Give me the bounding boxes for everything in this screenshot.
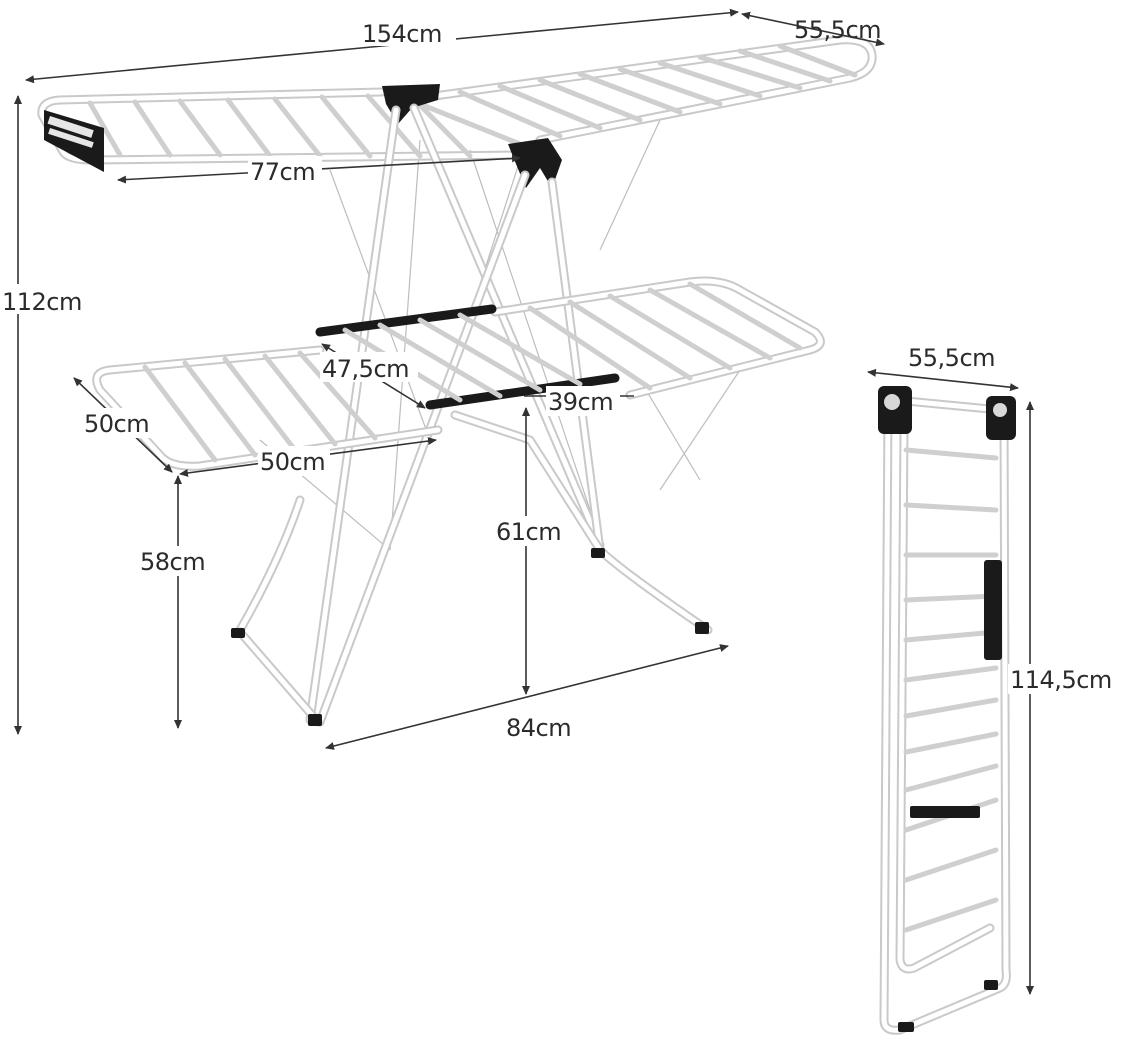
label-folded-depth: 55,5cm — [908, 344, 995, 372]
dimension-labels: 154cm 55,5cm 77cm 112cm 47,5cm 50cm 50cm… — [2, 16, 1124, 742]
label-middle-width: 47,5cm — [322, 355, 409, 383]
dim-line-top-depth — [741, 11, 885, 47]
label-total-height: 112cm — [2, 288, 82, 316]
lower-right-wing-rails — [527, 281, 803, 391]
unfolded-rack — [37, 35, 877, 727]
label-wing-length: 77cm — [250, 158, 315, 186]
dim-line-base-width — [325, 644, 729, 750]
top-center-bar — [397, 93, 543, 155]
label-bar-height: 61cm — [496, 518, 561, 546]
dim-line-folded-depth — [867, 368, 1019, 392]
folded-hinges — [878, 386, 1016, 818]
top-right-wing — [415, 35, 877, 145]
middle-shelf — [315, 304, 620, 410]
label-lower-wing-length: 50cm — [260, 448, 325, 476]
feet — [231, 548, 709, 726]
support-wires — [259, 119, 741, 551]
label-bar-span: 39cm — [548, 388, 613, 416]
label-lower-depth: 50cm — [84, 410, 149, 438]
folded-feet — [898, 980, 998, 1032]
label-lower-height: 58cm — [140, 548, 205, 576]
label-folded-height: 114,5cm — [1010, 666, 1112, 694]
label-base-width: 84cm — [506, 714, 571, 742]
lower-right-wing — [490, 276, 825, 400]
folded-rack — [878, 386, 1016, 1035]
label-top-depth: 55,5cm — [794, 16, 881, 44]
label-total-length: 154cm — [362, 20, 442, 48]
folded-rack-rails — [903, 447, 999, 933]
